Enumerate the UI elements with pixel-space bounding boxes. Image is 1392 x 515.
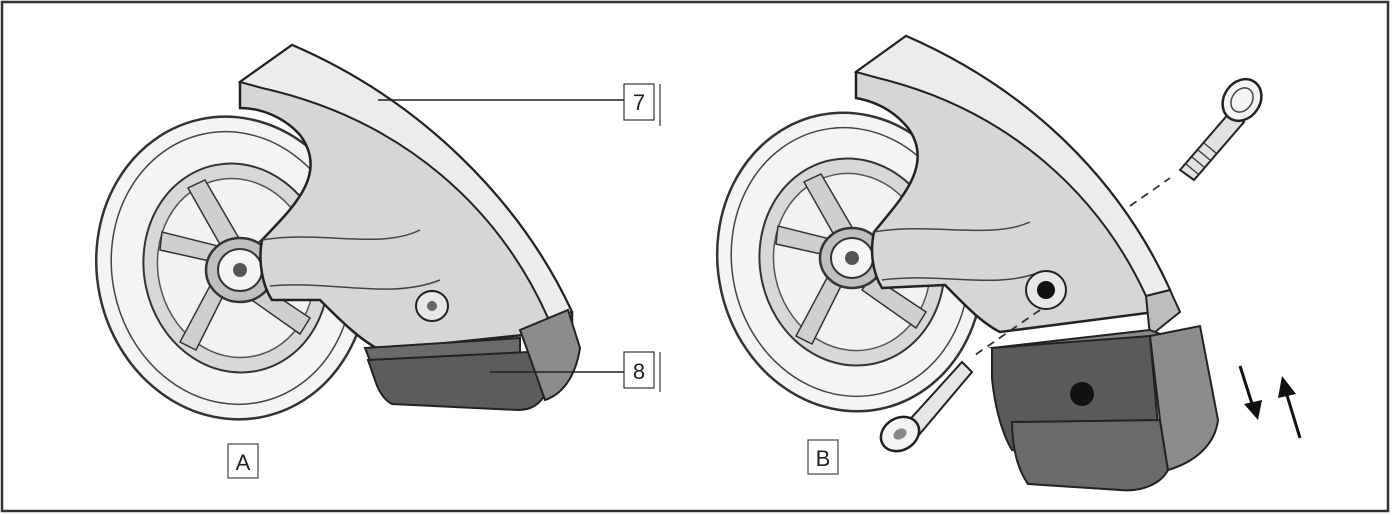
panel-b: B: [715, 34, 1302, 492]
bolt-icon: [1129, 77, 1263, 207]
arrow-up-icon: [1278, 376, 1302, 439]
brake-shoe-a: [237, 43, 574, 352]
brake-shoe-b: [853, 34, 1182, 338]
callout-7: 7: [378, 83, 661, 126]
panel-label-a: A: [227, 443, 259, 479]
callout-label-8: 8: [633, 359, 645, 384]
panel-label-b-text: B: [816, 446, 831, 471]
brake-pad-b: [988, 324, 1220, 492]
callout-8: 8: [490, 351, 661, 392]
brake-pad-a: [363, 308, 582, 412]
panel-label-b: B: [807, 439, 839, 475]
callout-label-7: 7: [633, 90, 645, 115]
arrow-down-icon: [1238, 365, 1262, 420]
screw-icon: [879, 309, 1041, 453]
panel-a: 7 8 A: [94, 43, 661, 479]
wheel-a: [94, 115, 370, 421]
panel-label-a-text: A: [236, 450, 251, 475]
